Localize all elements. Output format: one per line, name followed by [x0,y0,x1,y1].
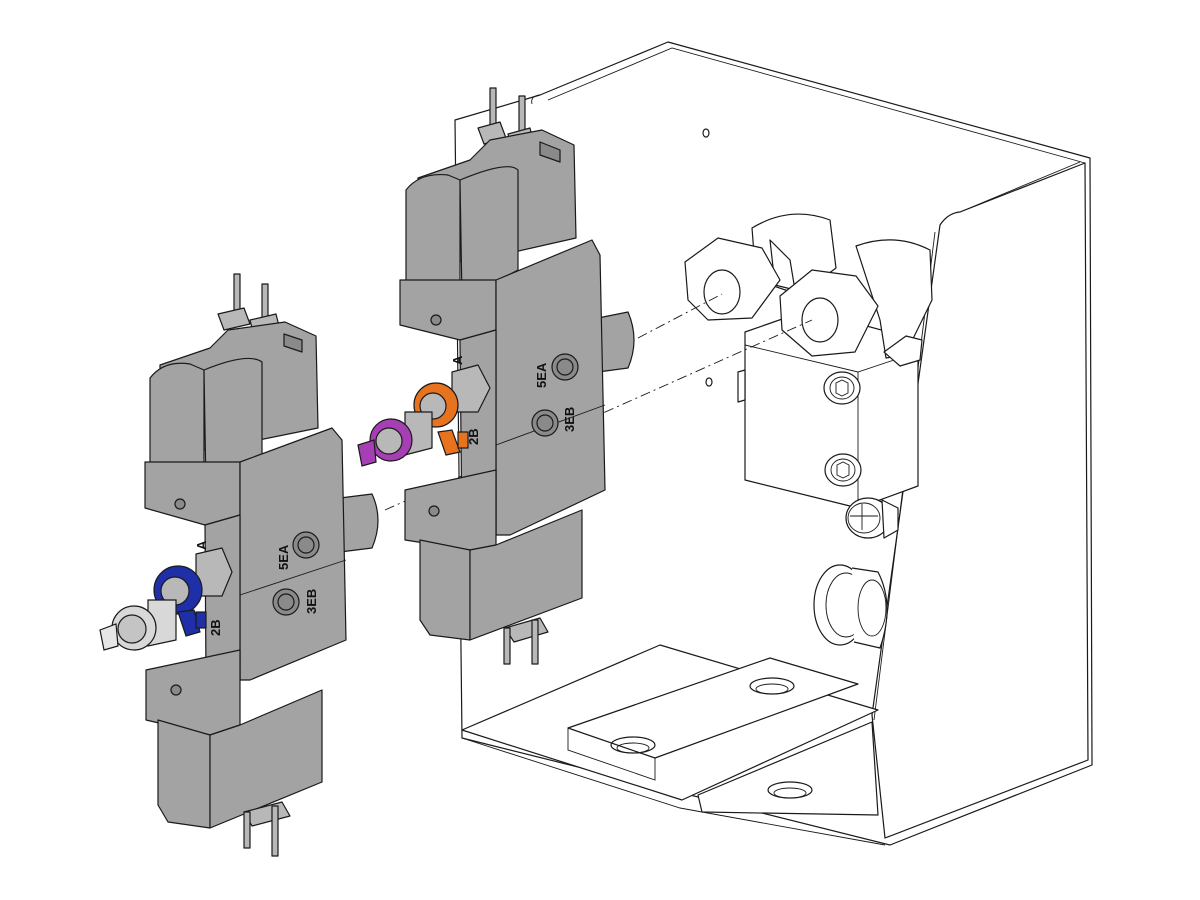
manifold-fitting-right [779,239,933,367]
left-label-a: A [194,540,209,550]
floor-plate-left [567,657,859,759]
right-label-2b: 2B [466,428,481,445]
left-valve-pipe-stub [339,493,379,553]
socket-screw-2 [824,453,862,487]
cable-grommet [813,564,888,649]
right-label-5ea: 5EA [534,362,549,388]
phillips-screw [845,497,899,539]
right-valve-pipe-stub [597,311,635,373]
alignment-axis-upper [637,293,723,339]
right-port-5ea [551,353,579,381]
right-label-a: A [450,355,465,365]
right-label-3eb: 3EB [562,407,577,432]
floor-plate-right [697,721,879,816]
alignment-axis-lower [384,319,813,511]
left-valve: A 2B 5EA 3EB [99,273,379,857]
left-label-2b: 2B [208,619,223,636]
right-port-3eb [531,409,559,437]
right-solenoid-bottom [419,539,471,641]
left-port-5ea [292,531,320,559]
left-label-3eb: 3EB [304,589,319,614]
right-valve-body [495,239,606,536]
socket-screw-1 [823,371,861,405]
manifold-block [684,213,933,649]
left-fitting-silver [99,599,177,651]
manifold-fitting-left [684,213,837,321]
panel-hole-1 [702,128,710,138]
enclosure-side-panel [871,162,1089,839]
right-valve: A 2B 5EA 3EB [357,87,635,665]
panel-hole-2 [705,377,713,387]
left-port-3eb [272,588,300,616]
left-label-5ea: 5EA [276,544,291,570]
left-solenoid-bottom [157,719,211,829]
left-valve-body [239,427,347,681]
right-fitting-purple [357,411,433,467]
